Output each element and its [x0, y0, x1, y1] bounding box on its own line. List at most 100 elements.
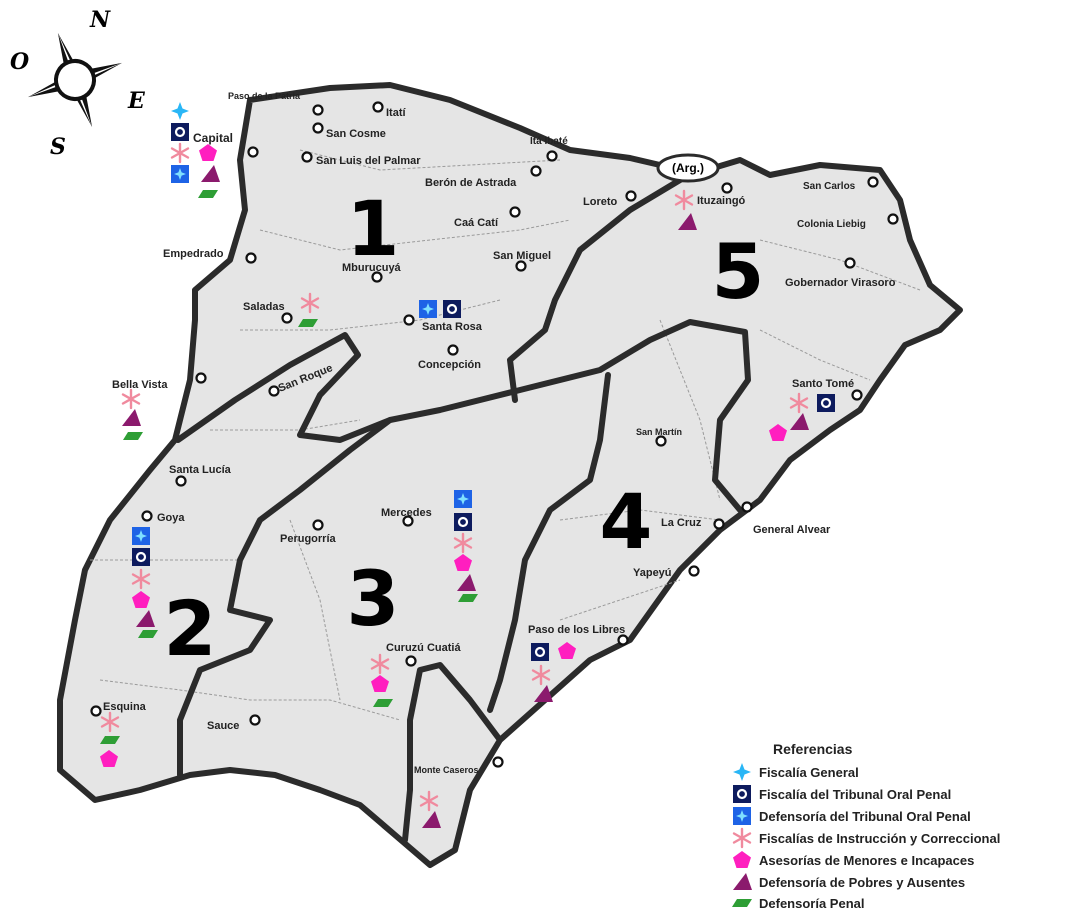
svg-text:Monte Caseros: Monte Caseros — [414, 765, 479, 775]
svg-text:Ituzaingó: Ituzaingó — [697, 195, 746, 207]
svg-text:Fiscalía General: Fiscalía General — [759, 765, 859, 780]
svg-text:Fiscalías de Instrucción y Cor: Fiscalías de Instrucción y Correccional — [759, 831, 1000, 846]
legend-title: Referencias — [773, 741, 853, 757]
compass-south-label: S — [50, 134, 66, 160]
svg-text:Mercedes: Mercedes — [381, 507, 432, 519]
zone-number-2: 2 — [164, 584, 217, 673]
svg-text:San Cosme: San Cosme — [326, 128, 386, 140]
svg-text:Sauce: Sauce — [207, 720, 239, 732]
svg-text:Itá Ibaté: Itá Ibaté — [530, 136, 568, 147]
compass-east-label: E — [127, 88, 146, 114]
svg-text:Asesorías de Menores e Incapac: Asesorías de Menores e Incapaces — [759, 853, 974, 868]
legend: Referencias Fiscalía General Fiscalía de… — [731, 741, 1000, 911]
argentina-label: (Arg.) — [672, 161, 704, 175]
zone-borders — [175, 177, 751, 843]
zone-number-4: 4 — [600, 477, 653, 566]
svg-text:Berón de Astrada: Berón de Astrada — [425, 177, 517, 189]
svg-text:Defensoría Penal: Defensoría Penal — [759, 896, 865, 911]
svg-text:Defensoría del Tribunal Oral P: Defensoría del Tribunal Oral Penal — [759, 809, 971, 824]
svg-text:San Carlos: San Carlos — [803, 181, 856, 192]
town-santo-tome: Santo Tomé — [792, 378, 863, 401]
province-shape — [57, 82, 963, 868]
svg-text:Itatí: Itatí — [386, 107, 407, 119]
town-esquina: Esquina — [90, 701, 147, 717]
svg-text:Gobernador Virasoro: Gobernador Virasoro — [785, 277, 896, 289]
svg-text:Defensoría de Pobres y Ausente: Defensoría de Pobres y Ausentes — [759, 875, 965, 890]
compass-north-label: N — [89, 7, 111, 33]
town-goya: Goya — [141, 510, 185, 524]
legend-item-fiscalia-general: Fiscalía General — [733, 763, 859, 781]
zone-number-3: 3 — [347, 554, 400, 643]
town-la-cruz: La Cruz — [661, 517, 725, 530]
legend-item-defensoria-penal: Defensoría Penal — [732, 896, 865, 911]
zone-number-5: 5 — [712, 227, 765, 316]
svg-text:San Luis del Palmar: San Luis del Palmar — [316, 155, 421, 167]
legend-item-defensoria-pobres: Defensoría de Pobres y Ausentes — [733, 873, 965, 890]
svg-text:San Martín: San Martín — [636, 427, 682, 437]
svg-text:Colonia Liebig: Colonia Liebig — [797, 219, 866, 230]
town-paso-de-la-patria: Paso de la Patria — [228, 91, 324, 116]
svg-text:Capital: Capital — [193, 131, 233, 145]
town-concepcion: Concepción — [418, 344, 481, 371]
svg-text:Loreto: Loreto — [583, 196, 618, 208]
town-capital: Capital — [193, 131, 259, 158]
svg-text:Yapeyú: Yapeyú — [633, 567, 672, 579]
town-general-alvear: General Alvear — [741, 501, 831, 536]
town-san-luis-del-palmar: San Luis del Palmar — [301, 151, 421, 167]
svg-text:Saladas: Saladas — [243, 301, 285, 313]
town-san-martin: San Martín — [636, 427, 682, 447]
town-gobernador-virasoro: Gobernador Virasoro — [785, 257, 896, 289]
svg-text:Curuzú Cuatiá: Curuzú Cuatiá — [386, 642, 461, 654]
svg-text:La Cruz: La Cruz — [661, 517, 702, 529]
svg-text:Perugorría: Perugorría — [280, 533, 337, 545]
svg-text:Santo Tomé: Santo Tomé — [792, 378, 854, 390]
svg-text:General Alvear: General Alvear — [753, 524, 831, 536]
town-santa-lucia: Santa Lucía — [169, 464, 232, 487]
town-sauce: Sauce — [207, 714, 261, 732]
town-colonia-liebig: Colonia Liebig — [797, 213, 899, 230]
town-loreto: Loreto — [583, 190, 637, 208]
zone-number-1: 1 — [347, 184, 400, 273]
svg-text:Santa Lucía: Santa Lucía — [169, 464, 232, 476]
town-monte-caseros: Monte Caseros — [414, 756, 504, 775]
svg-text:Paso de los Libres: Paso de los Libres — [528, 624, 625, 636]
town-ituzaingo: Ituzaingó — [697, 182, 746, 207]
town-curuzu-cuatia: Curuzú Cuatiá — [386, 642, 461, 667]
svg-text:Paso de la Patria: Paso de la Patria — [228, 91, 301, 101]
town-mburucuya: Mburucuyá — [342, 262, 402, 283]
town-perugorria: Perugorría — [280, 519, 337, 545]
town-saladas: Saladas — [243, 301, 293, 324]
legend-item-fiscalia-tribunal-oral: Fiscalía del Tribunal Oral Penal — [731, 783, 951, 805]
svg-text:Mburucuyá: Mburucuyá — [342, 262, 402, 274]
svg-text:Fiscalía del Tribunal Oral Pen: Fiscalía del Tribunal Oral Penal — [759, 787, 951, 802]
svg-text:Esquina: Esquina — [103, 701, 147, 713]
svg-text:Goya: Goya — [157, 512, 185, 524]
svg-text:Empedrado: Empedrado — [163, 248, 224, 260]
town-beron-de-astrada: Berón de Astrada — [425, 165, 542, 189]
town-yapeyu: Yapeyú — [633, 565, 700, 579]
svg-text:Bella Vista: Bella Vista — [112, 379, 168, 391]
svg-text:Caá Catí: Caá Catí — [454, 217, 499, 229]
town-paso-de-los-libres: Paso de los Libres — [528, 624, 629, 646]
town-santa-rosa: Santa Rosa — [403, 314, 483, 333]
town-mercedes: Mercedes — [381, 507, 432, 527]
compass-west-label: O — [10, 49, 29, 75]
town-empedrado: Empedrado — [163, 248, 257, 264]
zone-numbers: 1 2 3 4 5 — [164, 184, 765, 673]
compass-rose — [28, 33, 122, 127]
town-itati: Itatí — [372, 101, 407, 119]
legend-item-asesorias-menores: Asesorías de Menores e Incapaces — [733, 851, 974, 868]
svg-text:Concepción: Concepción — [418, 359, 481, 371]
svg-text:Santa Rosa: Santa Rosa — [422, 321, 483, 333]
argentina-enclave: (Arg.) — [656, 153, 720, 183]
legend-item-defensoria-tribunal-oral: Defensoría del Tribunal Oral Penal — [733, 807, 971, 825]
towns: Paso de la Patria Itatí Capital San Cosm… — [90, 91, 899, 775]
town-ita-ibate: Itá Ibaté — [530, 136, 568, 162]
svg-text:San Miguel: San Miguel — [493, 250, 551, 262]
town-caa-cati: Caá Catí — [454, 206, 521, 229]
town-san-miguel: San Miguel — [493, 250, 551, 272]
town-san-cosme: San Cosme — [312, 122, 386, 140]
legend-item-fiscalias-instruccion: Fiscalías de Instrucción y Correccional — [732, 827, 1000, 849]
